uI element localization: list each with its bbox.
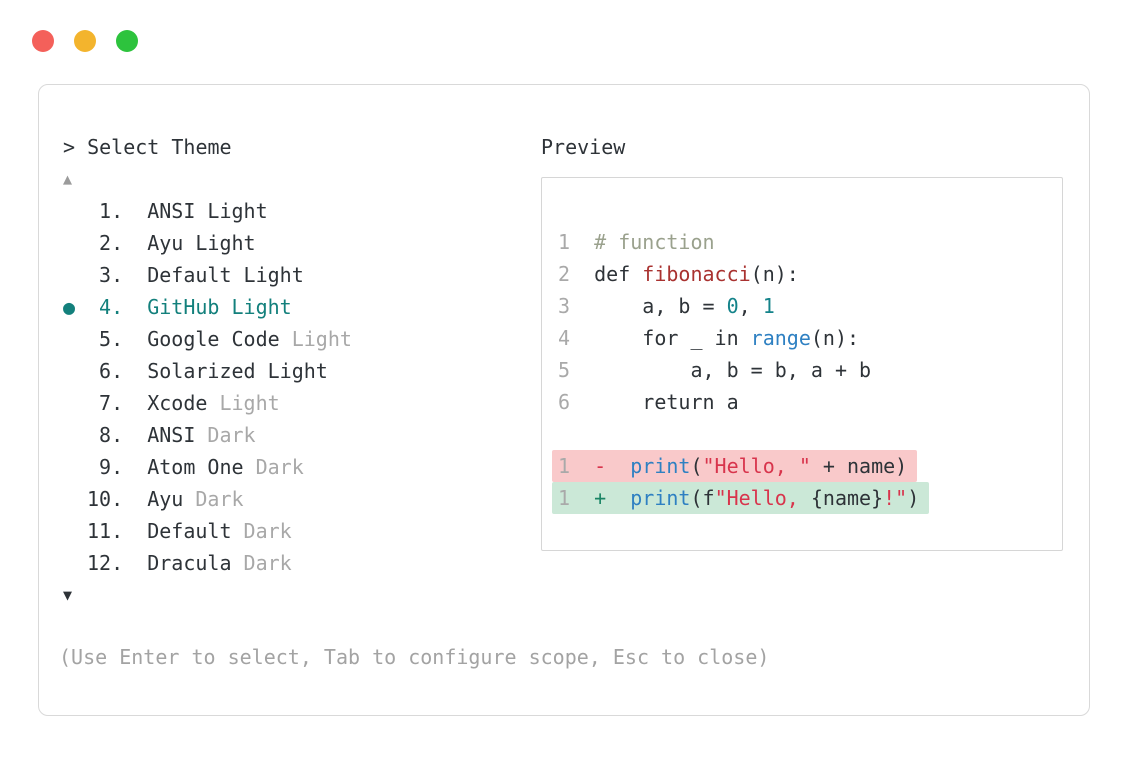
code-line: 2 def fibonacci(n): bbox=[558, 262, 799, 286]
code-line: 5 a, b = b, a + b bbox=[558, 358, 872, 382]
line-number: 1 bbox=[558, 454, 595, 478]
minimize-button-icon[interactable] bbox=[74, 30, 96, 52]
line-number: 4 bbox=[558, 326, 595, 350]
item-variant: Dark bbox=[243, 455, 304, 479]
preview-column: Preview 1 # function 2 def fibonacci(n): 3… bbox=[541, 131, 1065, 611]
footer-hint: (Use Enter to select, Tab to configure s… bbox=[59, 645, 770, 669]
item-number: 9. bbox=[87, 455, 148, 479]
line-number: 2 bbox=[558, 262, 595, 286]
code-line bbox=[558, 418, 1062, 450]
item-name: ANSI bbox=[147, 423, 196, 447]
preview-label: Preview bbox=[541, 135, 626, 159]
list-item[interactable]: 3. Default Light bbox=[63, 259, 541, 291]
list-item[interactable]: 11. Default Dark bbox=[63, 515, 541, 547]
list-item[interactable]: 1. ANSI Light bbox=[63, 195, 541, 227]
theme-list: 1. ANSI Light 2. Ayu Light 3. Default Li… bbox=[63, 195, 541, 579]
code-line: 1 + print(f"Hello, {name}!") bbox=[552, 482, 1062, 514]
code-line: 3 a, b = 0, 1 bbox=[558, 294, 775, 318]
item-variant: Dark bbox=[183, 487, 244, 511]
preview-panel: 1 # function 2 def fibonacci(n): 3 a, b = … bbox=[541, 177, 1063, 551]
item-number: 11. bbox=[87, 519, 148, 543]
theme-picker-window: > Select Theme ▲ 1. ANSI Light 2. Ayu Li… bbox=[38, 84, 1090, 716]
list-item[interactable]: 8. ANSI Dark bbox=[63, 419, 541, 451]
line-number: 1 bbox=[558, 486, 595, 510]
zoom-button-icon[interactable] bbox=[116, 30, 138, 52]
item-variant: Dark bbox=[231, 551, 292, 575]
close-button-icon[interactable] bbox=[32, 30, 54, 52]
item-number: 10. bbox=[87, 487, 148, 511]
preview-code: 1 # function 2 def fibonacci(n): 3 a, b = … bbox=[552, 226, 1062, 514]
window-controls bbox=[32, 30, 138, 52]
item-name: Default Light bbox=[147, 263, 304, 287]
line-number: 5 bbox=[558, 358, 595, 382]
item-number: 7. bbox=[87, 391, 148, 415]
page-title: Select Theme bbox=[87, 135, 232, 159]
list-item[interactable]: ● 4. GitHub Light bbox=[63, 291, 541, 323]
code-line: 4 for _ in range(n): bbox=[558, 326, 860, 350]
scroll-up-icon[interactable]: ▲ bbox=[63, 170, 73, 188]
item-variant: Light bbox=[207, 391, 280, 415]
list-item[interactable]: 6. Solarized Light bbox=[63, 355, 541, 387]
item-number: 5. bbox=[87, 327, 148, 351]
item-name: Atom One bbox=[147, 455, 244, 479]
line-number: 3 bbox=[558, 294, 595, 318]
list-item[interactable]: 12. Dracula Dark bbox=[63, 547, 541, 579]
theme-list-column: > Select Theme ▲ 1. ANSI Light 2. Ayu Li… bbox=[63, 131, 541, 611]
item-number: 6. bbox=[87, 359, 148, 383]
line-number: 1 bbox=[558, 230, 595, 254]
item-number: 12. bbox=[87, 551, 148, 575]
code-line: 1 - print("Hello, " + name) bbox=[552, 450, 1062, 482]
prompt-chevron: > bbox=[63, 135, 76, 159]
code-line: 1 # function bbox=[558, 230, 715, 254]
item-variant: Dark bbox=[195, 423, 256, 447]
selected-dot-icon: ● bbox=[63, 295, 76, 319]
select-theme-header: > Select Theme bbox=[63, 131, 541, 163]
list-item[interactable]: 5. Google Code Light bbox=[63, 323, 541, 355]
item-name: Xcode bbox=[147, 391, 208, 415]
item-number: 1. bbox=[87, 199, 148, 223]
item-number: 2. bbox=[87, 231, 148, 255]
list-item[interactable]: 2. Ayu Light bbox=[63, 227, 541, 259]
item-name: Ayu Light bbox=[147, 231, 256, 255]
item-number: 4. bbox=[87, 295, 148, 319]
item-name: Solarized Light bbox=[147, 359, 328, 383]
item-name: Dracula bbox=[147, 551, 232, 575]
main-area: > Select Theme ▲ 1. ANSI Light 2. Ayu Li… bbox=[63, 131, 1065, 611]
item-name: GitHub Light bbox=[147, 295, 292, 319]
item-name: Google Code bbox=[147, 327, 280, 351]
item-name: ANSI Light bbox=[147, 199, 268, 223]
item-variant: Dark bbox=[231, 519, 292, 543]
item-name: Ayu bbox=[147, 487, 184, 511]
list-item[interactable]: 7. Xcode Light bbox=[63, 387, 541, 419]
list-item[interactable]: 9. Atom One Dark bbox=[63, 451, 541, 483]
item-name: Default bbox=[147, 519, 232, 543]
item-variant: Light bbox=[279, 327, 352, 351]
list-item[interactable]: 10. Ayu Dark bbox=[63, 483, 541, 515]
line-number: 6 bbox=[558, 390, 595, 414]
item-number: 3. bbox=[87, 263, 148, 287]
code-line: 6 return a bbox=[558, 390, 739, 414]
item-number: 8. bbox=[87, 423, 148, 447]
scroll-down-icon[interactable]: ▼ bbox=[63, 586, 73, 604]
